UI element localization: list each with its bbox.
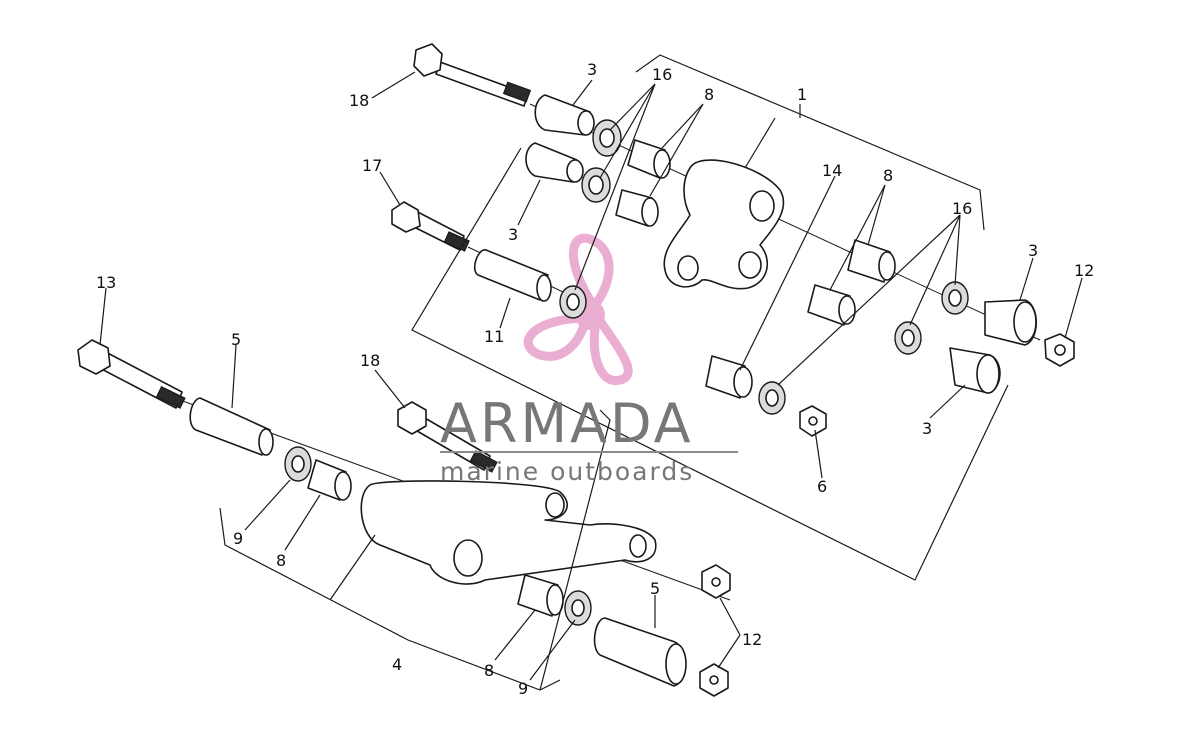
spacer-3-c: [984, 299, 1037, 346]
callout-8: 8: [276, 551, 286, 570]
group-brackets: [219, 54, 1009, 691]
nut-6: [799, 405, 827, 437]
seal-9-a: [284, 446, 312, 482]
seal-16-d: [941, 281, 969, 315]
link-arm-4: [360, 480, 657, 585]
callout-1: 1: [797, 85, 807, 104]
seal-16-c: [559, 285, 587, 319]
callout-18: 18: [349, 91, 369, 110]
leader-lines: [99, 71, 1083, 681]
callout-3: 3: [587, 60, 597, 79]
bushing-8-b: [615, 189, 659, 227]
callout-8: 8: [704, 85, 714, 104]
callout-18: 18: [360, 351, 380, 370]
callout-5: 5: [650, 579, 660, 598]
bushing-14: [705, 355, 753, 399]
sleeve-5-a: [189, 397, 274, 456]
bushing-8-e: [307, 459, 352, 501]
callout-8: 8: [484, 661, 494, 680]
lower-assembly: [77, 339, 731, 697]
callout-9: 9: [518, 679, 528, 698]
bushing-8-d: [807, 284, 856, 326]
spacer-3-b: [525, 142, 584, 183]
seal-16-f: [758, 381, 786, 415]
seal-16-b: [581, 167, 611, 203]
callout-3: 3: [1028, 241, 1038, 260]
watermark-tagline: marine outboards: [440, 457, 694, 486]
bushing-8-f: [517, 574, 564, 617]
callout-3: 3: [922, 419, 932, 438]
callout-numbers: 1 3 3 3 3 4 5 5 6 8 8 8 8 9 9 11 12 12 1…: [96, 60, 1094, 698]
seal-16-a: [592, 119, 622, 157]
spacer-3-a: [534, 94, 595, 136]
callout-11: 11: [484, 327, 504, 346]
spacer-3-d: [949, 347, 1001, 394]
bushing-8-c: [847, 239, 896, 283]
callout-3: 3: [508, 225, 518, 244]
link-plate-1: [663, 159, 785, 290]
sleeve-5-b: [593, 617, 687, 687]
sleeve-11: [473, 249, 552, 302]
callout-12: 12: [1074, 261, 1094, 280]
seal-9-b: [564, 590, 592, 626]
propeller-logo-icon: [523, 233, 633, 385]
callout-13: 13: [96, 273, 116, 292]
callout-6: 6: [817, 477, 827, 496]
seal-16-e: [894, 321, 922, 355]
callout-12: 12: [742, 630, 762, 649]
nut-12-lower-a: [701, 564, 731, 599]
callout-5: 5: [231, 330, 241, 349]
upper-assembly: [391, 43, 1075, 437]
callout-9: 9: [233, 529, 243, 548]
callout-16: 16: [952, 199, 972, 218]
callout-16: 16: [652, 65, 672, 84]
callout-14: 14: [822, 161, 842, 180]
watermark-brand: ARMADA: [440, 392, 694, 455]
callout-17: 17: [362, 156, 382, 175]
watermark: ARMADA marine outboards: [440, 392, 738, 486]
callout-8: 8: [883, 166, 893, 185]
nut-12-lower-b: [699, 663, 729, 697]
callout-4: 4: [392, 655, 402, 674]
bolt-18-lower: [397, 401, 498, 473]
bushing-8-a: [627, 139, 671, 179]
nut-12-upper: [1044, 333, 1075, 367]
